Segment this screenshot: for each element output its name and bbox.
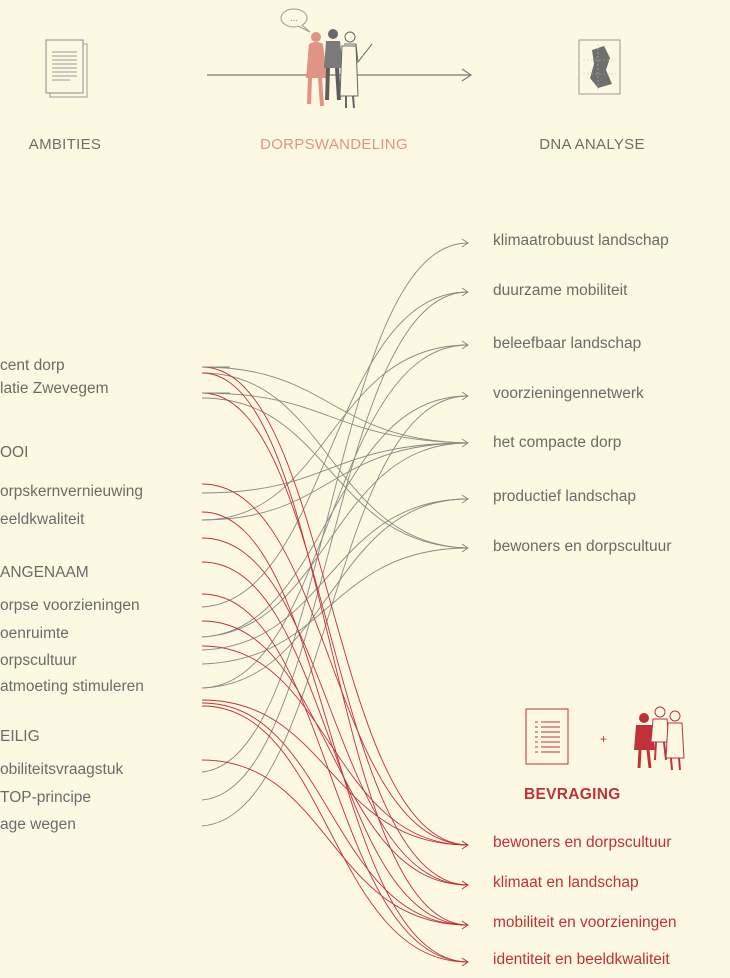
stage-ambities: AMBITIES xyxy=(28,136,102,153)
dna-theme: productief landschap xyxy=(493,488,637,505)
bevraging-title: BEVRAGING xyxy=(524,786,621,803)
bevraging-theme: mobiliteit en voorzieningen xyxy=(493,914,677,931)
speech-bubble-icon: ... xyxy=(280,8,311,33)
grey-arrowheads xyxy=(461,238,469,553)
dna-map-icon xyxy=(578,39,621,95)
left-item: eeldkwaliteit xyxy=(0,511,85,528)
bevraging-theme: klimaat en landschap xyxy=(493,874,639,891)
left-item: obiliteitsvraagstuk xyxy=(0,761,124,778)
dna-theme: klimaatrobuust landschap xyxy=(493,232,669,249)
bevraging-theme: identiteit en beeldkwaliteit xyxy=(493,951,670,968)
dna-theme: voorzieningennetwerk xyxy=(493,385,644,402)
left-item: orpskernvernieuwing xyxy=(0,483,144,500)
stage-dna-analyse: DNA ANALYSE xyxy=(539,136,645,153)
left-line-stubs xyxy=(202,366,230,394)
dna-theme: bewoners en dorpscultuur xyxy=(493,538,672,555)
left-item: OOI xyxy=(0,444,29,461)
stage-dorpswandeling: DORPSWANDELING xyxy=(260,136,408,153)
left-item: age wegen xyxy=(0,816,76,833)
left-item: oenruimte xyxy=(0,625,69,642)
document-icon xyxy=(45,39,88,98)
people-group-icon xyxy=(634,706,685,771)
bevraging-theme: bewoners en dorpscultuur xyxy=(493,834,672,851)
left-item: EILIG xyxy=(0,728,40,745)
dna-theme: duurzame mobiliteit xyxy=(493,282,628,299)
left-item: TOP-principe xyxy=(0,789,92,806)
walking-people-icon xyxy=(306,29,373,109)
dna-theme: beleefbaar landschap xyxy=(493,335,642,352)
process-arrow-head xyxy=(461,68,473,82)
plus-sign: + xyxy=(600,732,607,746)
left-item: atmoeting stimuleren xyxy=(0,678,144,695)
dna-theme: het compacte dorp xyxy=(493,434,622,451)
grey-connections xyxy=(201,242,469,827)
left-item: latie Zwevegem xyxy=(0,380,109,397)
left-item: orpse voorzieningen xyxy=(0,597,140,614)
svg-text:...: ... xyxy=(290,13,298,23)
questionnaire-icon xyxy=(525,708,569,765)
red-connections xyxy=(201,366,469,963)
left-item: ANGENAAM xyxy=(0,564,89,581)
left-item: orpscultuur xyxy=(0,652,77,669)
left-item: cent dorp xyxy=(0,357,65,374)
red-arrowheads xyxy=(461,840,469,967)
